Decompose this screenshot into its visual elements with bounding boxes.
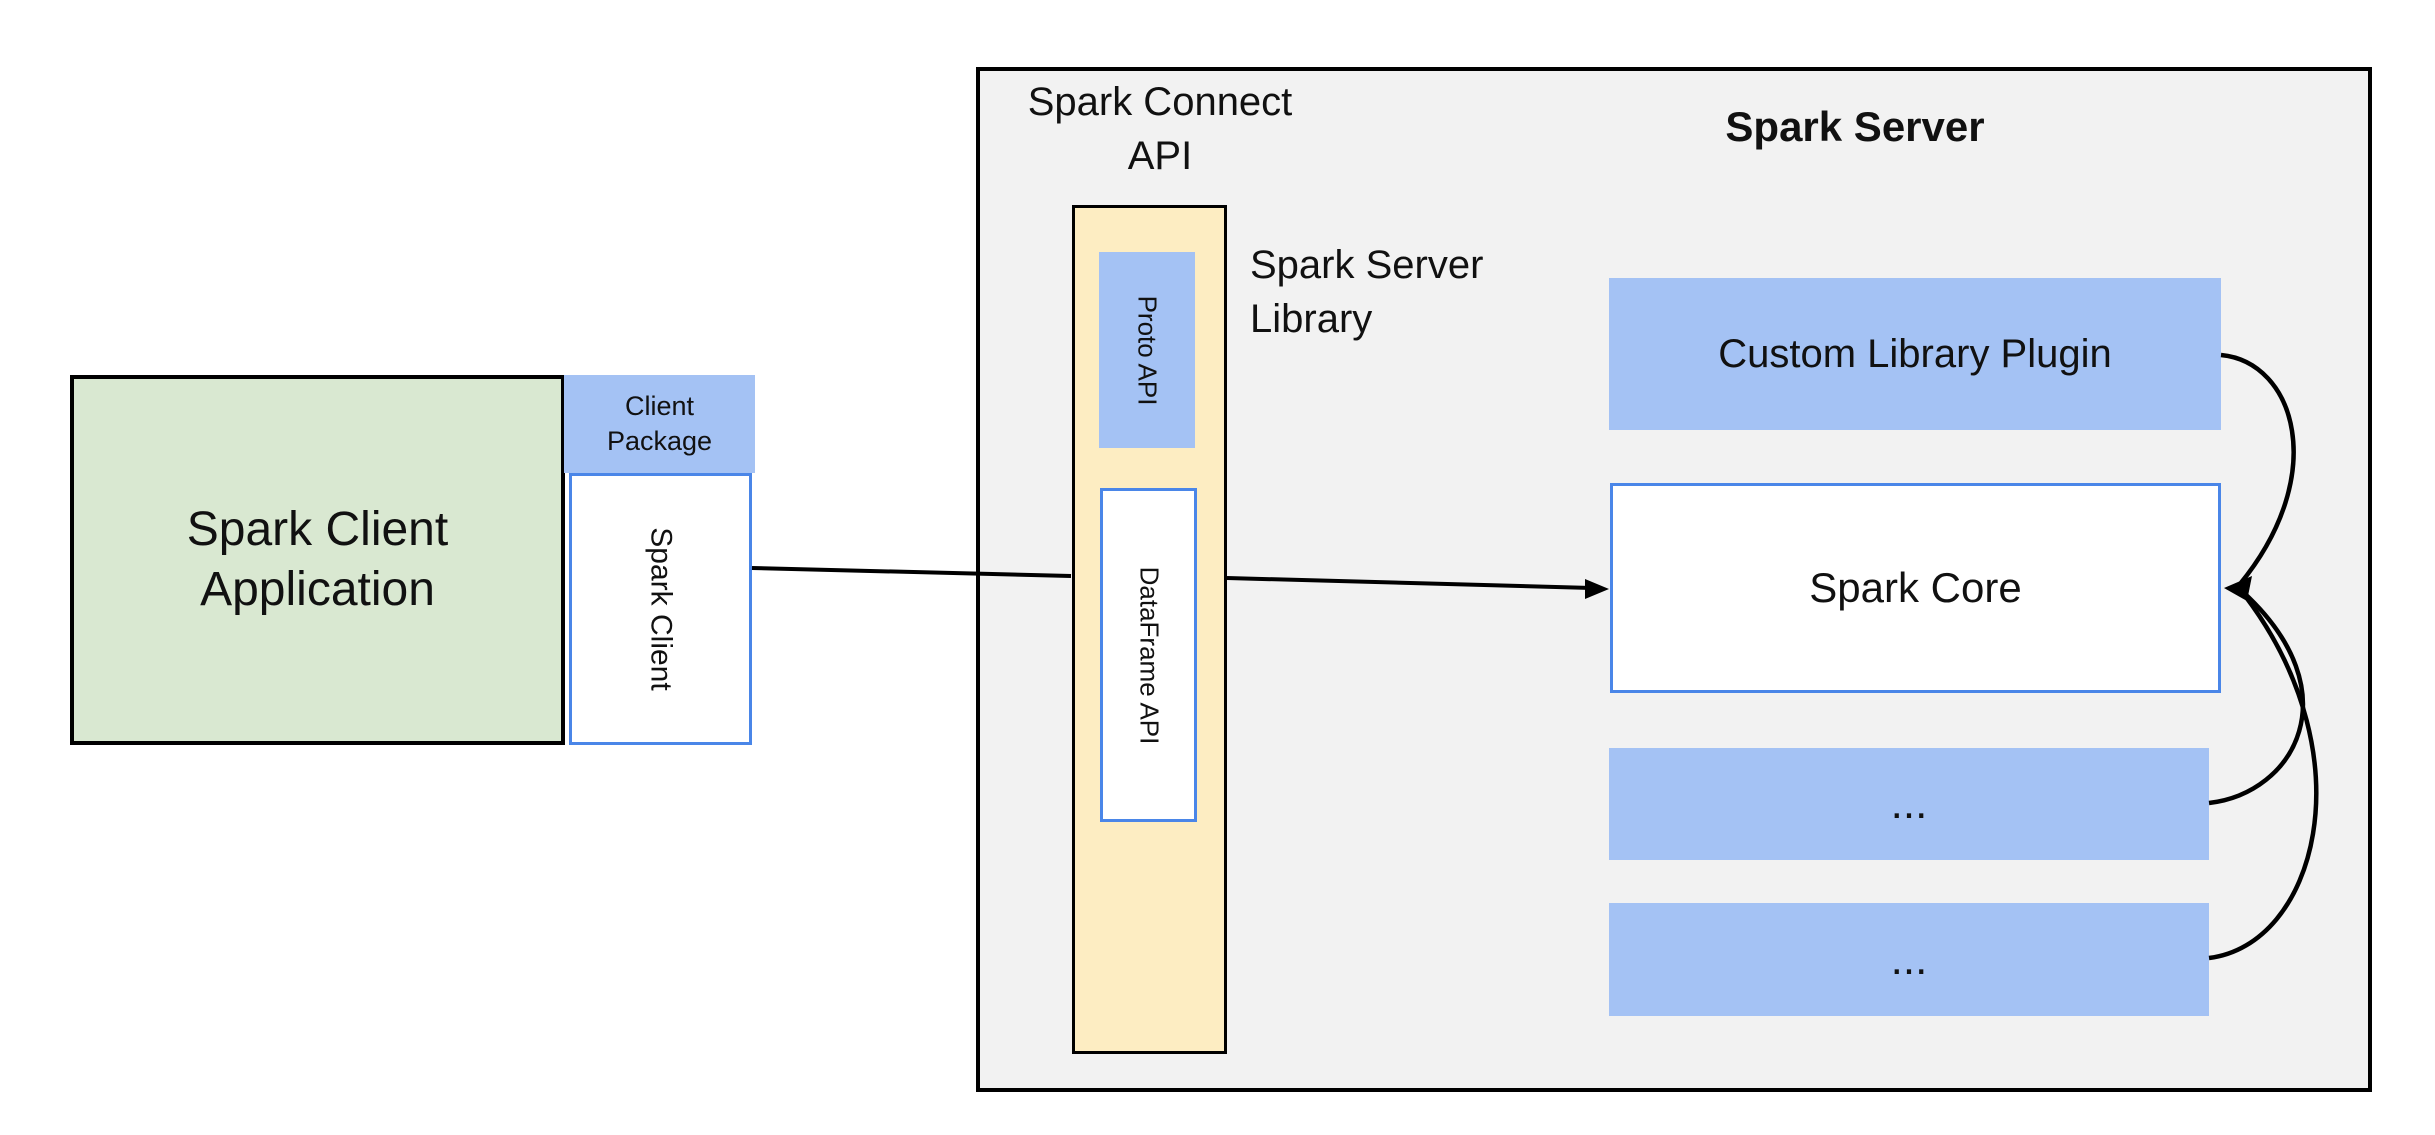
- spark-client-box: Spark Client: [569, 473, 752, 745]
- spark-client-application-label-line1: Spark Client: [186, 503, 449, 556]
- dataframe-api-label: DataFrame API: [1134, 566, 1165, 744]
- spark-server-library-label: Spark Server Library: [1250, 238, 1580, 346]
- proto-api-label: Proto API: [1132, 295, 1163, 405]
- plugin-slot-2-box: ...: [1609, 903, 2209, 1016]
- client-package-label-line2: Package: [606, 426, 713, 456]
- plugin-slot-1-box: ...: [1609, 748, 2209, 860]
- dataframe-api-box: DataFrame API: [1100, 488, 1197, 822]
- spark-server-title: Spark Server: [1725, 103, 1985, 150]
- spark-core-box: Spark Core: [1610, 483, 2221, 693]
- spark-connect-api-label-line2: API: [1127, 134, 1193, 178]
- spark-client-application-box: Spark Client Application: [70, 375, 565, 745]
- proto-api-box: Proto API: [1099, 252, 1195, 448]
- client-package-label: Client Package: [607, 389, 712, 459]
- spark-connect-api-label-line1: Spark Connect: [1027, 80, 1293, 124]
- client-package-box: Client Package: [564, 375, 755, 473]
- client-package-label-line1: Client: [624, 390, 694, 421]
- spark-server-library-label-line2: Library: [1250, 297, 1373, 341]
- spark-client-label: Spark Client: [644, 527, 678, 691]
- spark-client-application-label: Spark Client Application: [187, 500, 448, 620]
- spark-server-library-label-line1: Spark Server: [1250, 243, 1484, 287]
- spark-client-application-label-line2: Application: [200, 563, 435, 616]
- custom-library-plugin-box: Custom Library Plugin: [1609, 278, 2221, 430]
- spark-connect-api-label: Spark Connect API: [1010, 75, 1310, 183]
